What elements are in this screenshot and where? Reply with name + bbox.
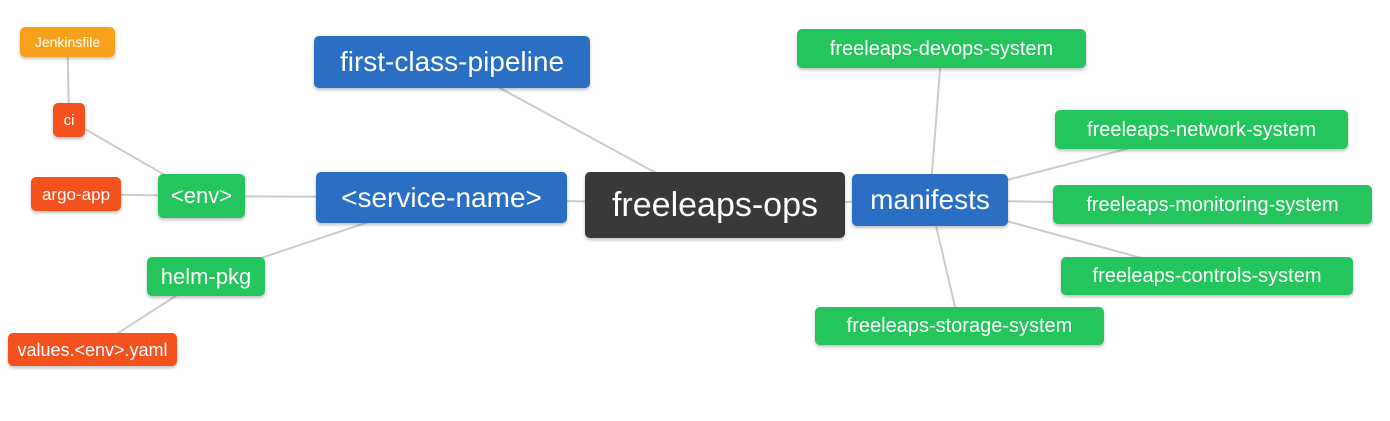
node-service-name[interactable]: <service-name>: [316, 172, 567, 223]
node-helm-pkg[interactable]: helm-pkg: [147, 257, 265, 296]
node-argo-app[interactable]: argo-app: [31, 177, 121, 211]
node-manifests[interactable]: manifests: [852, 174, 1008, 226]
node-freeleaps-network-system[interactable]: freeleaps-network-system: [1055, 110, 1348, 149]
node-freeleaps-devops-system[interactable]: freeleaps-devops-system: [797, 29, 1086, 68]
node-first-class-pipeline[interactable]: first-class-pipeline: [314, 36, 590, 88]
node-values-env-yaml[interactable]: values.<env>.yaml: [8, 333, 177, 366]
node-freeleaps-monitoring-system[interactable]: freeleaps-monitoring-system: [1053, 185, 1372, 224]
node-freeleaps-controls-system[interactable]: freeleaps-controls-system: [1061, 257, 1353, 295]
node-ci[interactable]: ci: [53, 103, 85, 137]
node-freeleaps-storage-system[interactable]: freeleaps-storage-system: [815, 307, 1104, 345]
node-jenkinsfile[interactable]: Jenkinsfile: [20, 27, 115, 57]
node-env[interactable]: <env>: [158, 174, 245, 218]
node-freeleaps-ops[interactable]: freeleaps-ops: [585, 172, 845, 238]
